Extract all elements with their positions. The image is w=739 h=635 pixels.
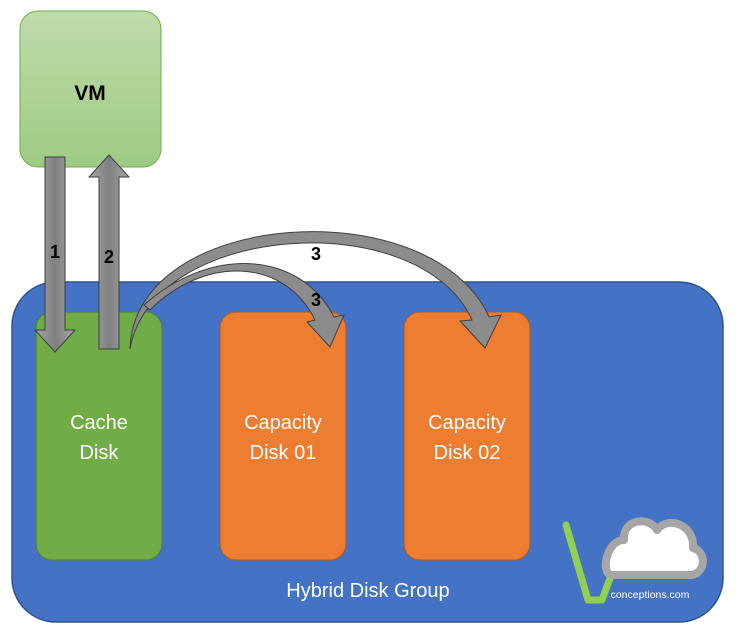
capacity-disk-01	[219, 311, 347, 561]
vconceptions-logo: conceptions.com	[562, 517, 707, 604]
arrow-ack-to-vm	[87, 154, 131, 350]
arrow-destage-to-disk-02	[129, 231, 502, 350]
arrow-write-to-cache	[33, 156, 77, 353]
cache-disk-label-line1: Cache	[70, 412, 128, 434]
hybrid-disk-group	[11, 281, 724, 623]
step-label-3-disk-01: 3	[311, 290, 321, 310]
vm-box	[19, 10, 162, 168]
logo-cloud-icon	[601, 517, 707, 579]
step-label-1: 1	[50, 242, 60, 262]
capacity-disk-02-label-line2: Disk 02	[434, 442, 501, 464]
step-label-3-disk-02: 3	[311, 244, 321, 264]
arrow-destage-to-disk-01	[143, 263, 345, 348]
capacity-disk-01-label-line2: Disk 01	[250, 442, 317, 464]
capacity-disk-02	[403, 311, 531, 561]
vm-label: VM	[74, 82, 106, 105]
hybrid-disk-group-label: Hybrid Disk Group	[286, 580, 449, 602]
cache-disk-label-line2: Disk	[80, 442, 120, 464]
capacity-disk-02-label-line1: Capacity	[428, 412, 506, 434]
step-label-2: 2	[104, 247, 114, 267]
capacity-disk-01-label-line1: Capacity	[244, 412, 322, 434]
logo-text: conceptions.com	[611, 589, 690, 601]
